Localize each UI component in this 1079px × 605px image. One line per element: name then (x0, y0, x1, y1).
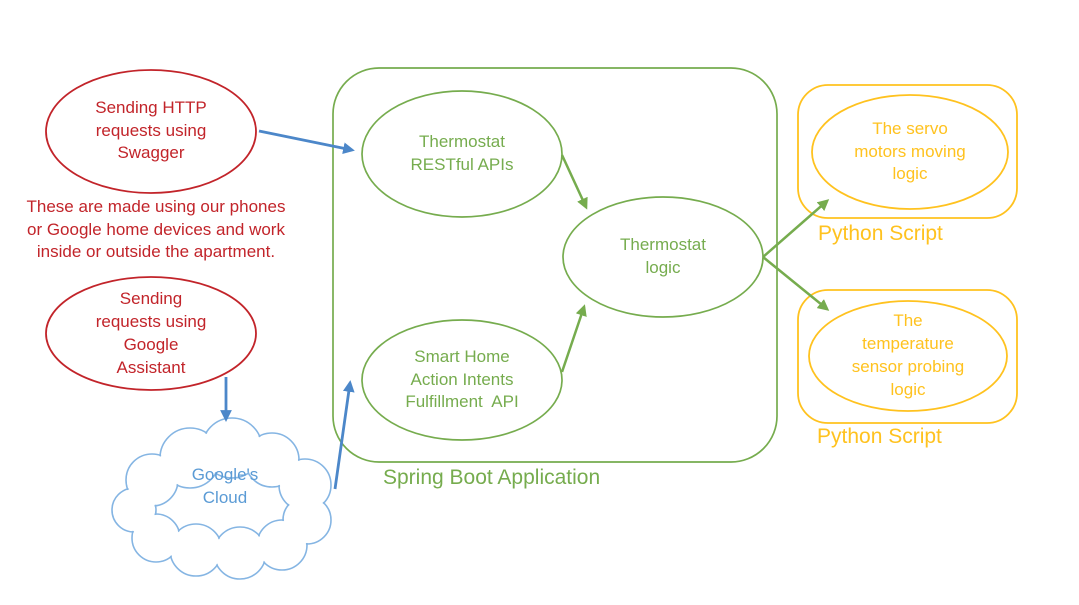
temperature-ellipse (808, 300, 1008, 412)
rest-apis-ellipse (361, 90, 563, 218)
assistant-ellipse (45, 276, 257, 391)
servo-ellipse (811, 94, 1009, 210)
servo-label: The servo motors moving logic (854, 118, 966, 184)
rest-apis-label: Thermostat RESTful APIs (410, 132, 514, 174)
spring-boot-box (332, 67, 778, 463)
assistant-label: Sending requests using Google Assistant (95, 289, 207, 377)
spring-boot-caption: Spring Boot Application (383, 466, 601, 489)
arrow-cloud-to-smart-home (333, 380, 355, 490)
arrow-smart-home-to-logic (560, 304, 587, 373)
smart-home-label: Smart Home Action Intents Fulfillment AP… (405, 346, 519, 412)
smart-home-ellipse (361, 319, 563, 441)
thermostat-logic-label: Thermostat logic (620, 235, 706, 277)
note-text: These are made using our phones or Googl… (26, 196, 286, 262)
arrow-rest-apis-to-logic (560, 154, 588, 210)
cloud-shape (111, 417, 332, 580)
swagger-label: Sending HTTP requests using Swagger (95, 97, 207, 163)
cloud-label: Google's Cloud (191, 465, 259, 507)
arrow-logic-to-servo (762, 199, 830, 258)
python-script-caption-top: Python Script (818, 222, 943, 245)
python-script-caption-bottom: Python Script (817, 425, 942, 448)
python-script-box-top (797, 84, 1018, 219)
arrow-swagger-to-rest-apis (258, 129, 355, 154)
swagger-ellipse (45, 69, 257, 194)
arrow-logic-to-temperature (762, 256, 830, 311)
temperature-label: The temperature sensor probing logic (851, 311, 965, 399)
python-script-box-bottom (797, 289, 1018, 424)
